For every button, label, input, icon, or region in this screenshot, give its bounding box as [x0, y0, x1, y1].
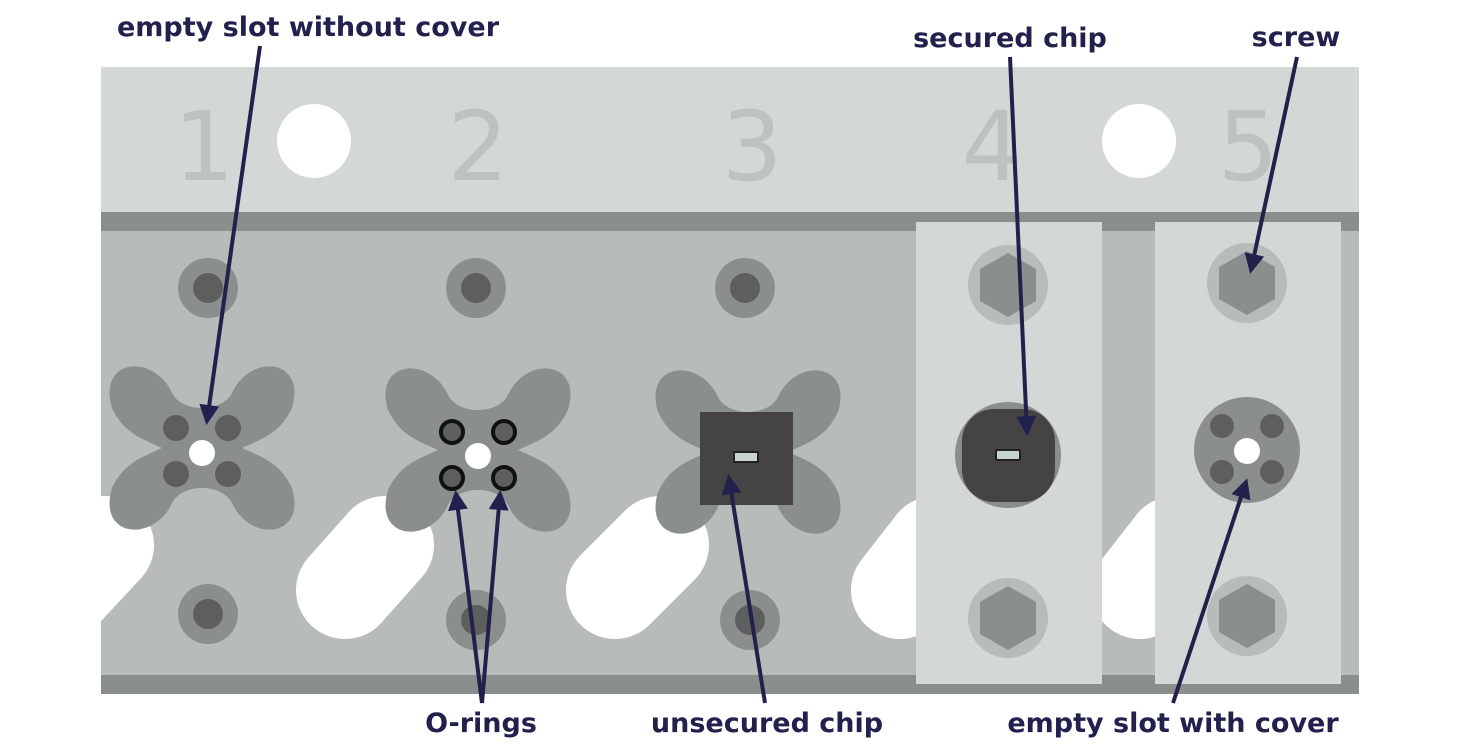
arrow-empty-slot-without-cover [199, 45, 262, 425]
label-secured-chip: secured chip [913, 23, 1107, 54]
screw-icon [968, 578, 1048, 658]
screw-hole [178, 584, 238, 644]
slot-number-1: 1 [173, 91, 234, 203]
o-ring [491, 419, 517, 445]
label-screw: screw [1252, 22, 1341, 53]
label-empty-slot-with-cover: empty slot with cover [1007, 708, 1339, 739]
screw-icon [1207, 243, 1287, 323]
chip-window [733, 451, 759, 463]
o-ring [439, 419, 465, 445]
chip-window [995, 449, 1021, 461]
mounting-hole [277, 104, 351, 178]
screw-hole [715, 258, 775, 318]
screw-icon [1207, 576, 1287, 656]
arrow-unsecured-chip [721, 474, 767, 704]
slot-number-2: 2 [447, 91, 508, 203]
arrow-o-ring-left [448, 490, 484, 704]
o-ring [491, 465, 517, 491]
secured-chip [955, 402, 1061, 508]
screw-icon [968, 245, 1048, 325]
screw-hole [446, 258, 506, 318]
label-unsecured-chip: unsecured chip [651, 708, 883, 739]
label-o-rings: O-rings [425, 708, 537, 739]
label-empty-slot-without-cover: empty slot without cover [117, 12, 500, 43]
arrow-secured-chip [1008, 56, 1037, 436]
arrow-empty-slot-with-cover [1171, 478, 1251, 704]
mounting-hole [1102, 104, 1176, 178]
slot-2-cross-seat [385, 368, 571, 532]
arrow-screw [1244, 56, 1299, 274]
slot-number-3: 3 [721, 91, 782, 203]
slot-1-cross-seat [109, 366, 295, 530]
o-ring [439, 465, 465, 491]
arrow-o-ring-right [480, 490, 509, 704]
empty-slot-with-cover [1194, 397, 1300, 503]
